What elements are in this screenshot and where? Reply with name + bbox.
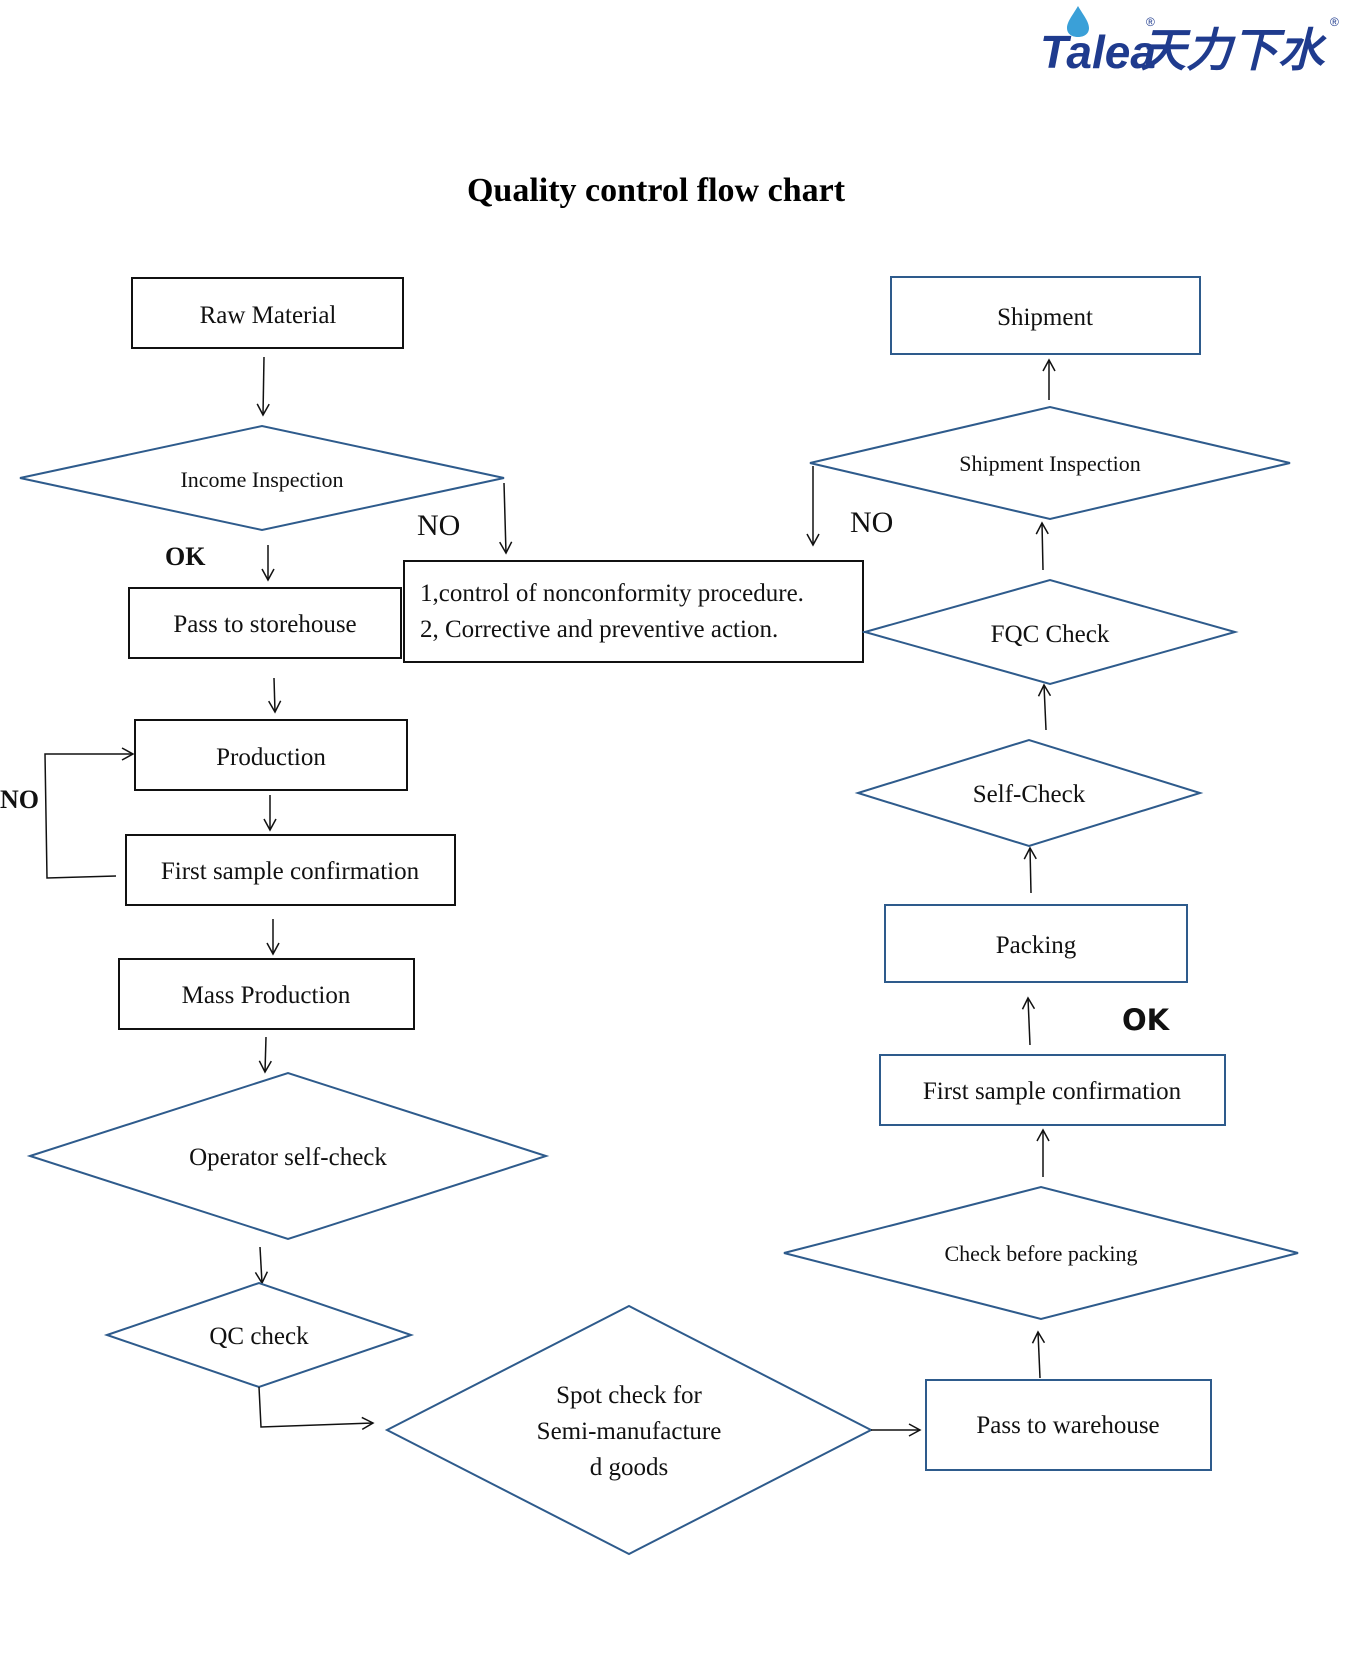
shipment-inspection-label: Shipment Inspection <box>959 451 1140 476</box>
arrow-first-sample-to-packing <box>1021 996 1036 1046</box>
production-box <box>134 719 408 791</box>
no-label-shipment: NO <box>850 506 893 539</box>
pass-to-warehouse-box <box>925 1379 1212 1471</box>
arrow-raw-to-income <box>256 356 270 417</box>
first-sample-left-box <box>125 834 456 906</box>
ok-label-left: OK <box>165 542 206 571</box>
check-before-packing-diamond <box>783 1185 1299 1321</box>
operator-self-check-label: Operator self-check <box>189 1144 387 1171</box>
raw-material-label: Raw Material <box>200 302 337 329</box>
spot-check-line-2: Semi-manufacture <box>537 1418 722 1445</box>
raw-material-box <box>131 277 404 349</box>
arrow-fqc-to-shipment-inspection <box>1035 521 1049 571</box>
self-check-diamond <box>854 738 1204 848</box>
income-inspection-diamond <box>19 424 505 532</box>
no-loop-line <box>44 747 135 879</box>
arrow-self-check-to-fqc <box>1037 683 1052 731</box>
nonconformity-line-2: 2, Corrective and preventive action. <box>420 616 778 643</box>
spot-check-line-3: d goods <box>590 1454 668 1481</box>
arrow-storehouse-to-production <box>268 677 282 714</box>
fqc-check-label: FQC Check <box>991 621 1110 648</box>
arrow-mass-to-operator <box>258 1036 272 1074</box>
first-sample-left-label: First sample confirmation <box>161 858 420 885</box>
arrow-packing-to-self-check <box>1023 846 1037 894</box>
check-before-packing-label: Check before packing <box>944 1241 1137 1266</box>
arrow-warehouse-to-check-before-packing <box>1031 1330 1046 1379</box>
no-label-income: NO <box>417 509 460 542</box>
packing-label: Packing <box>996 932 1077 959</box>
logo-brand-text: Talea <box>1040 26 1156 78</box>
ok-label-right: OK <box>1122 1003 1171 1037</box>
water-drop-icon <box>1067 6 1089 37</box>
arrow-income-to-nonconformity <box>499 482 513 555</box>
page-title: Quality control flow chart <box>467 172 846 209</box>
logo-chinese-text: 天力下水 <box>1140 24 1327 76</box>
mass-production-box <box>118 958 415 1030</box>
no-label-production: NO <box>0 785 39 814</box>
nonconformity-line-1: 1,control of nonconformity procedure. <box>420 580 804 607</box>
production-label: Production <box>216 744 326 771</box>
first-sample-right-label: First sample confirmation <box>923 1078 1182 1105</box>
shipment-inspection-diamond <box>809 405 1291 521</box>
qc-check-label: QC check <box>209 1323 309 1350</box>
qc-check-diamond <box>103 1281 415 1389</box>
pass-to-warehouse-label: Pass to warehouse <box>976 1412 1159 1439</box>
logo-registered-mark: ® <box>1146 15 1155 29</box>
brand-logo: Talea 天力下水 ® ® <box>1040 6 1339 78</box>
pass-to-storehouse-box <box>128 587 402 659</box>
pass-to-storehouse-label: Pass to storehouse <box>173 611 356 638</box>
shipment-label: Shipment <box>997 304 1093 331</box>
operator-self-check-diamond <box>26 1071 550 1241</box>
logo-registered-mark-2: ® <box>1330 15 1339 29</box>
fqc-check-diamond <box>861 578 1239 686</box>
shipment-box <box>890 276 1201 355</box>
nonconformity-box <box>403 560 864 663</box>
mass-production-label: Mass Production <box>182 982 351 1009</box>
arrow-operator-to-qc <box>254 1246 269 1285</box>
arrow-qc-to-spot <box>258 1386 375 1431</box>
self-check-label: Self-Check <box>973 781 1086 808</box>
first-sample-right-box <box>879 1054 1226 1126</box>
income-inspection-label: Income Inspection <box>180 467 343 492</box>
packing-box <box>884 904 1188 983</box>
spot-check-line-1: Spot check for <box>556 1382 702 1409</box>
